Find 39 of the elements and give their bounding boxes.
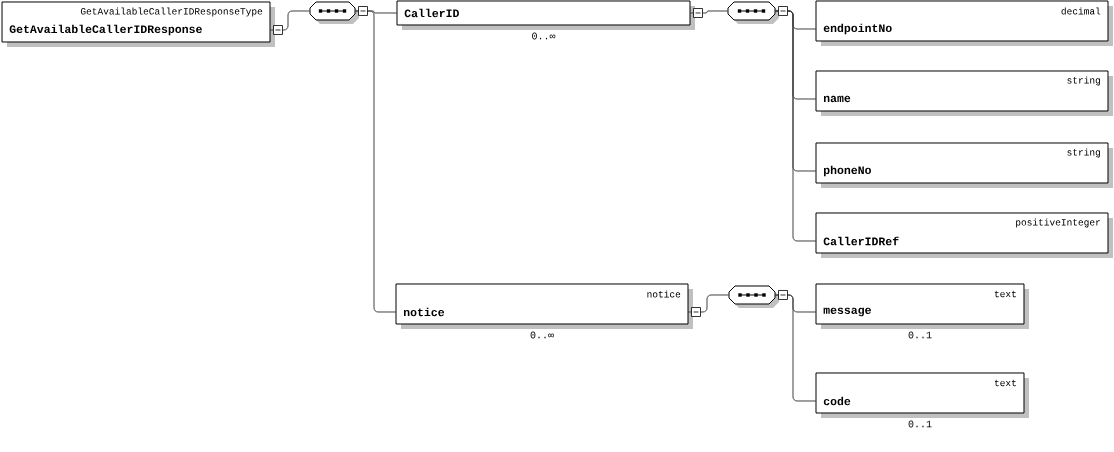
connector-line	[774, 294, 817, 402]
type-name: GetAvailableCallerIDResponseType	[80, 7, 263, 17]
type-name: notice	[647, 290, 681, 298]
element-box	[815, 70, 1113, 116]
type-name: positiveInteger	[1016, 218, 1100, 228]
element-name: notice	[403, 307, 445, 317]
occurrence-label: 0..∞	[532, 32, 556, 40]
element-box	[815, 283, 1029, 329]
sequence-compositor	[309, 1, 359, 24]
element-box	[815, 212, 1113, 258]
type-name: text	[994, 290, 1016, 298]
element-box	[815, 372, 1029, 418]
occurrence-label: 0..1	[908, 331, 932, 339]
type-name: text	[994, 379, 1016, 387]
element-name: GetAvailableCallerIDResponse	[9, 24, 202, 36]
element-name: name	[823, 95, 851, 103]
sequence-compositor	[727, 1, 779, 24]
connector-line	[687, 294, 730, 313]
occurrence-label: 0..1	[908, 420, 932, 428]
connector-line	[689, 10, 729, 14]
type-name: decimal	[1061, 7, 1101, 15]
element-name: phoneNo	[824, 165, 871, 177]
sequence-compositor	[728, 285, 779, 308]
connector-line	[269, 10, 311, 31]
element-name: message	[823, 307, 871, 317]
connector-line	[774, 10, 817, 242]
element-box	[1, 1, 275, 47]
element-name: code	[823, 396, 851, 406]
element-name: CallerID	[404, 8, 459, 18]
element-name: endpointNo	[823, 23, 892, 35]
element-box	[815, 142, 1113, 188]
element-box	[815, 0, 1113, 46]
occurrence-label: 0..∞	[530, 331, 554, 339]
element-name: CallerIDRef	[823, 236, 899, 246]
element-box	[395, 283, 693, 329]
type-name: string	[1067, 148, 1100, 158]
connector-line	[354, 10, 397, 313]
type-name: string	[1067, 76, 1100, 86]
element-box	[396, 0, 695, 30]
